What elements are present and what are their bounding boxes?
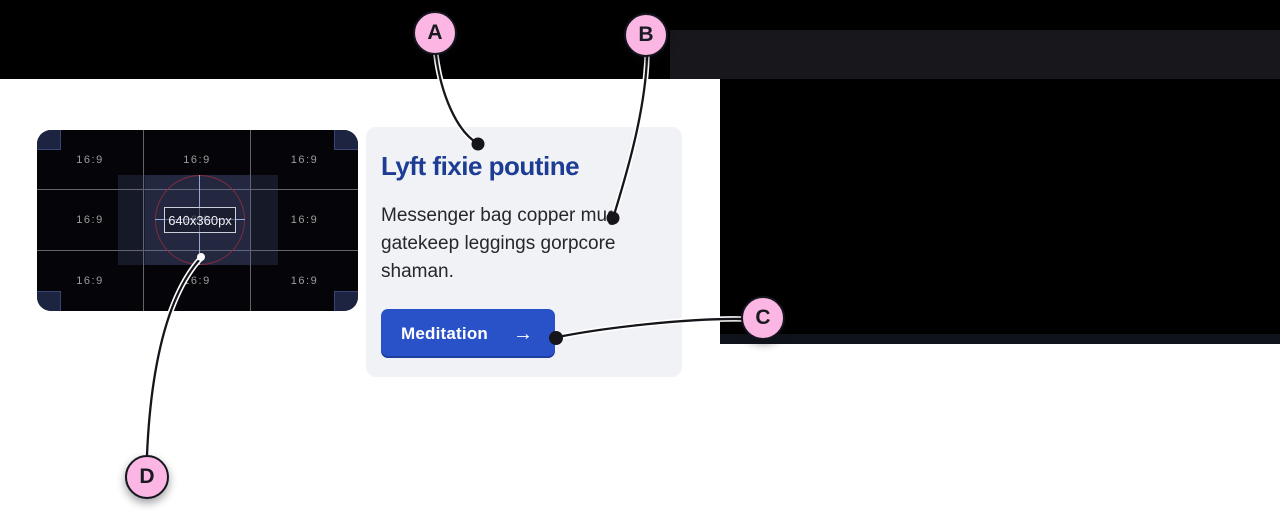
aspect-label: 16:9 xyxy=(290,153,319,166)
aspect-label: 16:9 xyxy=(183,274,211,287)
marker-d-label: D xyxy=(139,465,155,488)
annotation-marker-a: A xyxy=(413,11,457,55)
crosshair-vertical xyxy=(199,175,200,265)
corner-bracket xyxy=(334,291,358,311)
aspect-cell: 16:9 xyxy=(251,130,358,191)
aspect-cell: 16:9 xyxy=(37,190,144,251)
description-line: gatekeep leggings gorpcore xyxy=(381,233,616,254)
annotation-marker-b: B xyxy=(624,13,668,57)
marker-b-label: B xyxy=(638,23,654,46)
aspect-cell: 16:9 xyxy=(251,190,358,251)
aspect-label: 16:9 xyxy=(290,274,319,287)
aspect-cell: 16:9 xyxy=(37,130,144,191)
annotation-marker-c: C xyxy=(741,296,785,340)
card-description: Messenger bag copper mug gatekeep leggin… xyxy=(381,202,682,286)
arrow-right-icon: → xyxy=(513,322,533,345)
meditation-button-label: Meditation xyxy=(401,323,488,343)
right-media-box xyxy=(720,79,1280,344)
resolution-box: 640x360px xyxy=(164,207,236,233)
feature-card: Lyft fixie poutine Messenger bag copper … xyxy=(366,127,682,377)
resolution-label: 640x360px xyxy=(168,212,232,228)
aspect-cell: 16:9 xyxy=(251,251,358,311)
aspect-label: 16:9 xyxy=(290,213,319,226)
corner-bracket xyxy=(37,130,61,150)
media-control-strip xyxy=(720,334,1280,344)
video-placeholder-thumbnail: 16:9 16:9 16:9 16:9 16:9 16:9 16:9 16:9 … xyxy=(37,130,358,311)
aspect-cell: 16:9 xyxy=(37,250,144,311)
aspect-label: 16:9 xyxy=(183,153,211,166)
description-line: shaman. xyxy=(381,261,454,282)
aspect-label: 16:9 xyxy=(76,153,104,166)
hero-media-panel xyxy=(670,30,1280,79)
corner-bracket xyxy=(334,130,358,150)
marker-a-label: A xyxy=(427,21,443,44)
marker-c-label: C xyxy=(755,306,771,329)
meditation-button[interactable]: Meditation → xyxy=(381,309,555,358)
card-title: Lyft fixie poutine xyxy=(381,151,580,181)
corner-bracket xyxy=(37,291,61,311)
aspect-label: 16:9 xyxy=(76,213,104,226)
annotation-marker-d: D xyxy=(125,455,169,499)
aspect-label: 16:9 xyxy=(76,274,104,287)
crosshair-horizontal xyxy=(155,219,245,220)
description-line: Messenger bag copper mug xyxy=(381,205,618,226)
